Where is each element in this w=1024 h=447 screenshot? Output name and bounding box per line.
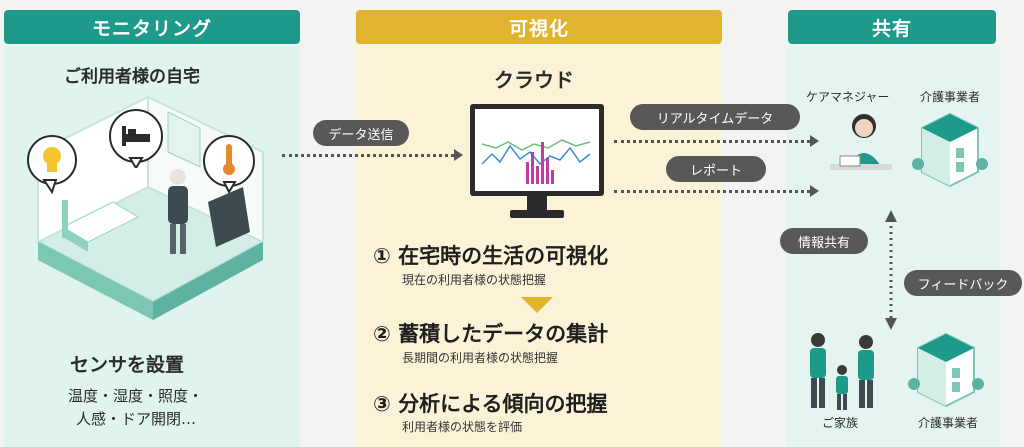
step-1-title: ① 在宅時の生活の可視化 [373, 244, 609, 268]
family-icon [810, 333, 874, 410]
info-share-pill: 情報共有 [780, 228, 868, 254]
share-header: 共有 [788, 10, 996, 44]
home-label: ご利用者様の自宅 [64, 67, 200, 87]
sensor-title: センサを設置 [70, 354, 185, 376]
step-3-subtitle: 利用者様の状態を評価 [402, 420, 523, 434]
care-facility-icon-bottom [908, 332, 984, 408]
lightbulb-icon [27, 135, 77, 194]
care-provider-top-label: 介護事業者 [920, 90, 981, 104]
visualize-header: 可視化 [356, 10, 722, 44]
data-send-arrowhead [454, 149, 463, 161]
thermometer-icon [203, 135, 255, 194]
care-provider-bottom-label: 介護事業者 [918, 416, 979, 430]
family-label: ご家族 [822, 416, 859, 430]
realtime-line [614, 140, 810, 143]
care-manager-icon [830, 114, 892, 170]
step-2-title: ② 蓄積したデータの集計 [373, 322, 609, 346]
step-1-subtitle: 現在の利用者様の状態把握 [402, 273, 547, 287]
step-3-title: ③ 分析による傾向の把握 [373, 392, 608, 416]
bidirectional-arrow [885, 210, 897, 330]
cloud-label: クラウド [494, 68, 574, 92]
data-send-line [282, 154, 454, 157]
step-2-subtitle: 長期間の利用者様の状態把握 [402, 351, 559, 365]
data-send-pill: データ送信 [313, 120, 409, 146]
bed-sensor-icon [109, 109, 163, 168]
care-facility-icon-top [912, 112, 988, 188]
step-down-arrow [521, 297, 553, 313]
monitoring-header: モニタリング [4, 10, 300, 44]
care-manager-label: ケアマネジャー [806, 90, 890, 104]
feedback-pill: フィードバック [904, 270, 1022, 296]
realtime-arrowhead [810, 135, 819, 147]
sensor-list-line1: 温度・湿度・照度・ [68, 387, 204, 405]
monitor-icon [470, 104, 604, 218]
realtime-pill: リアルタイムデータ [630, 104, 800, 130]
sensor-list-line2: 人感・ドア開閉… [76, 410, 197, 428]
room-illustration [35, 95, 266, 320]
report-line [614, 190, 810, 193]
report-arrowhead [810, 185, 819, 197]
report-pill: レポート [666, 156, 766, 182]
